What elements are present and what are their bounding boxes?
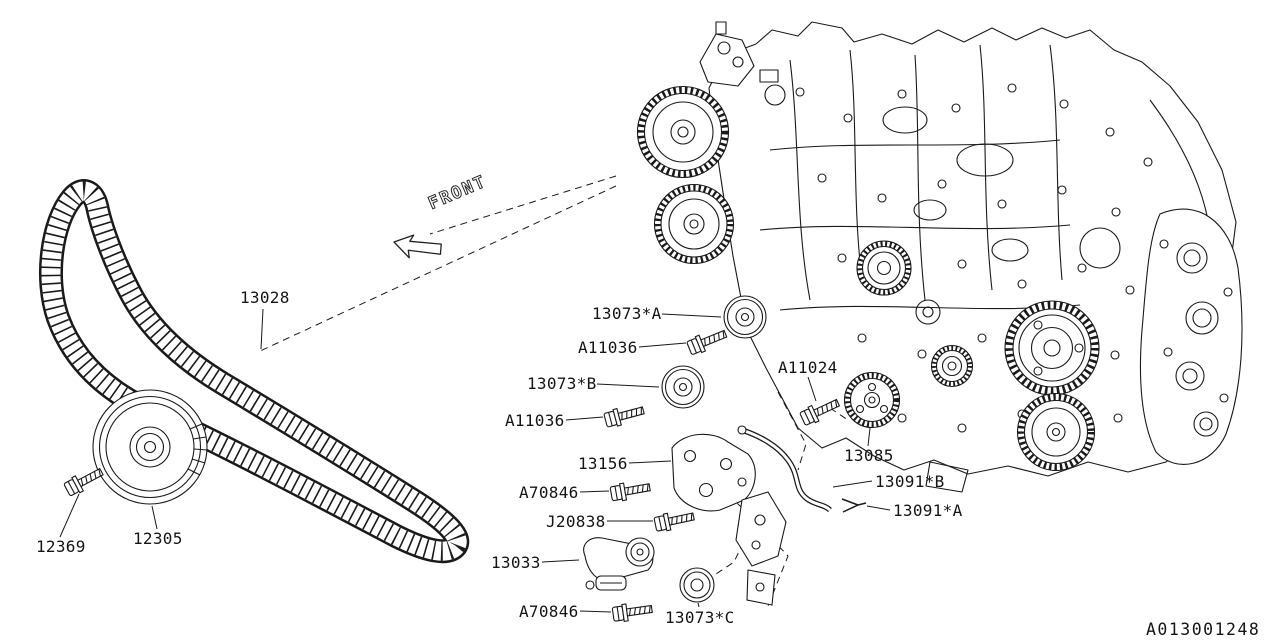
oil-pipe-drawing: [737, 425, 832, 513]
idler-pulley-a-drawing: [723, 295, 767, 339]
part-label-a70846-upper: A70846: [519, 483, 579, 502]
crank-sprocket: [856, 240, 941, 325]
idler-pulley-b-drawing: [661, 365, 705, 409]
bolt-a11036-lower-drawing: [602, 401, 647, 430]
part-label-13091A: 13091*A: [893, 501, 963, 520]
part-label-13073A: 13073*A: [592, 304, 662, 323]
part-label-12305: 12305: [133, 529, 183, 548]
cylinder-head-right: [1139, 208, 1243, 465]
part-label-13033: 13033: [491, 553, 541, 572]
bolt-a11036-upper-drawing: [685, 325, 730, 357]
drawing-number: A013001248: [1146, 620, 1261, 639]
part-label-j20838: J20838: [546, 512, 606, 531]
sprocket-13085-drawing: [843, 371, 901, 429]
part-label-a11036-lower: A11036: [505, 411, 565, 430]
cam-sprocket-lower-left: [653, 183, 735, 265]
cam-sprocket-right-upper: [1004, 300, 1100, 396]
part-label-12369: 12369: [36, 537, 86, 556]
part-label-13073B: 13073*B: [527, 374, 597, 393]
part-label-13073C: 13073*C: [665, 608, 735, 627]
part-label-13156: 13156: [578, 454, 628, 473]
cam-sprocket-upper-left: [636, 85, 730, 179]
engine-block-drawing: [636, 21, 1243, 493]
bolt-a70846-lower-drawing: [611, 599, 654, 624]
bolt-a70846-upper-drawing: [609, 478, 652, 503]
part-label-a11036-upper: A11036: [578, 338, 638, 357]
part-label-a70846-lower: A70846: [519, 602, 579, 621]
part-label-13028: 13028: [240, 288, 290, 307]
water-pump-pulley: [930, 344, 974, 388]
tensioner-bracket-drawing: [671, 433, 787, 606]
small-parts: [62, 295, 901, 624]
bolt-12369-drawing: [62, 463, 106, 499]
part-label-13091B: 13091*B: [875, 472, 945, 491]
front-arrow-icon: [393, 234, 442, 259]
part-label-13085: 13085: [844, 446, 894, 465]
bolt-j20838-drawing: [653, 507, 696, 534]
cam-sprocket-right-lower: [1016, 392, 1096, 472]
leader-lines: [59, 308, 891, 613]
idler-pulley-c-drawing: [679, 567, 715, 603]
belt-tensioner-drawing: [583, 537, 655, 591]
crank-pulley-drawing: [92, 389, 208, 505]
pipe-clip-drawing: [841, 498, 867, 513]
part-label-a11024: A11024: [778, 358, 838, 377]
